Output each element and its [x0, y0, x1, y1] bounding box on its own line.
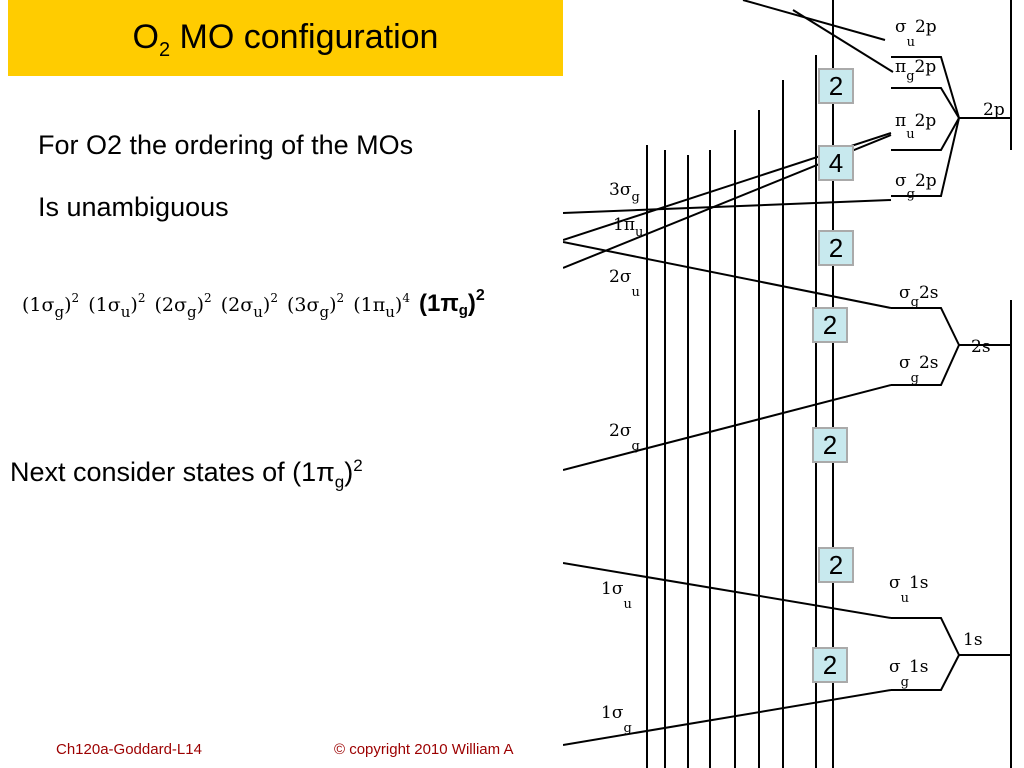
text-unambiguous: Is unambiguous — [38, 192, 229, 222]
correlation-line — [792, 9, 894, 73]
mo-label-1sg: 1σg — [601, 703, 632, 736]
occupancy-badge: 2 — [812, 647, 848, 683]
ao-label-2p: 2p — [983, 100, 1005, 120]
ao-label-1s: 1s — [963, 630, 983, 650]
fork-2p — [891, 117, 960, 151]
config-term-4: (3σg)2 — [287, 291, 345, 321]
diagram-lines — [563, 0, 1012, 768]
correlation-line — [563, 199, 892, 214]
ao-label-2s: 2s — [971, 337, 991, 357]
mo-label-1su: 1σu — [601, 579, 632, 612]
correlation-line — [742, 0, 886, 41]
mo-label-su1s: σu1s — [889, 573, 929, 606]
config-term-0: (1σg)2 — [22, 291, 80, 321]
correlation-line — [563, 562, 892, 619]
fork-1s — [891, 654, 960, 691]
footer-copyright: © copyright 2010 William A — [334, 741, 514, 758]
mo-label-2su: 2σu — [609, 267, 640, 300]
fork-2p — [891, 117, 960, 197]
config-term-3: (2σu)2 — [220, 291, 278, 321]
mo-label-sg2s-lower: σg2s — [899, 353, 938, 386]
slide-title: O2 MO configuration — [132, 18, 439, 61]
config-term-1: (1σu)2 — [88, 291, 146, 321]
mo-label-sg2s-upper: σg2s — [899, 283, 938, 310]
electron-configuration: (1σg)2 (1σu)2 (2σg)2 (2σu)2 (3σg)2 (1πu)… — [22, 287, 488, 321]
config-term-5: (1πu)4 — [353, 291, 410, 321]
mo-correlation-diagram: 3σg 1πu 2σu 2σg 1σu 1σg σu2p πg2p πu2p σ… — [563, 0, 1012, 768]
mo-label-sg1s: σg1s — [889, 657, 928, 690]
correlation-line — [563, 689, 892, 746]
mo-label-pg2p: πg2p — [895, 57, 936, 84]
fork-2p — [891, 56, 960, 119]
footer-course: Ch120a-Goddard-L14 — [56, 741, 202, 758]
mo-label-2sg: 2σg — [609, 421, 640, 454]
config-term-2: (2σg)2 — [154, 291, 212, 321]
correlation-line — [563, 241, 892, 309]
fork-2p — [891, 87, 960, 119]
fork-1s — [891, 617, 960, 656]
fork-2s — [891, 307, 960, 346]
title-banner: O2 MO configuration — [8, 0, 563, 76]
fork-2s — [891, 344, 960, 386]
text-next-consider: Next consider states of (1πg)2 — [10, 456, 363, 492]
occupancy-badge: 4 — [818, 145, 854, 181]
occupancy-badge: 2 — [812, 307, 848, 343]
mo-label-su2p: σu2p — [895, 17, 937, 50]
occupancy-badge: 2 — [818, 547, 854, 583]
mo-label-3sg: 3σg — [609, 180, 640, 205]
correlation-line — [563, 384, 892, 471]
occupancy-badge: 2 — [818, 230, 854, 266]
occupancy-badge: 2 — [812, 427, 848, 463]
mo-label-1pu: 1πu — [613, 215, 643, 240]
mo-label-sg2p: σg2p — [895, 171, 937, 202]
mo-label-pu2p: πu2p — [895, 111, 936, 142]
text-ordering: For O2 the ordering of the MOs — [38, 130, 414, 160]
occupancy-badge: 2 — [818, 68, 854, 104]
config-term-pi-g: (1πg)2 — [419, 287, 485, 319]
